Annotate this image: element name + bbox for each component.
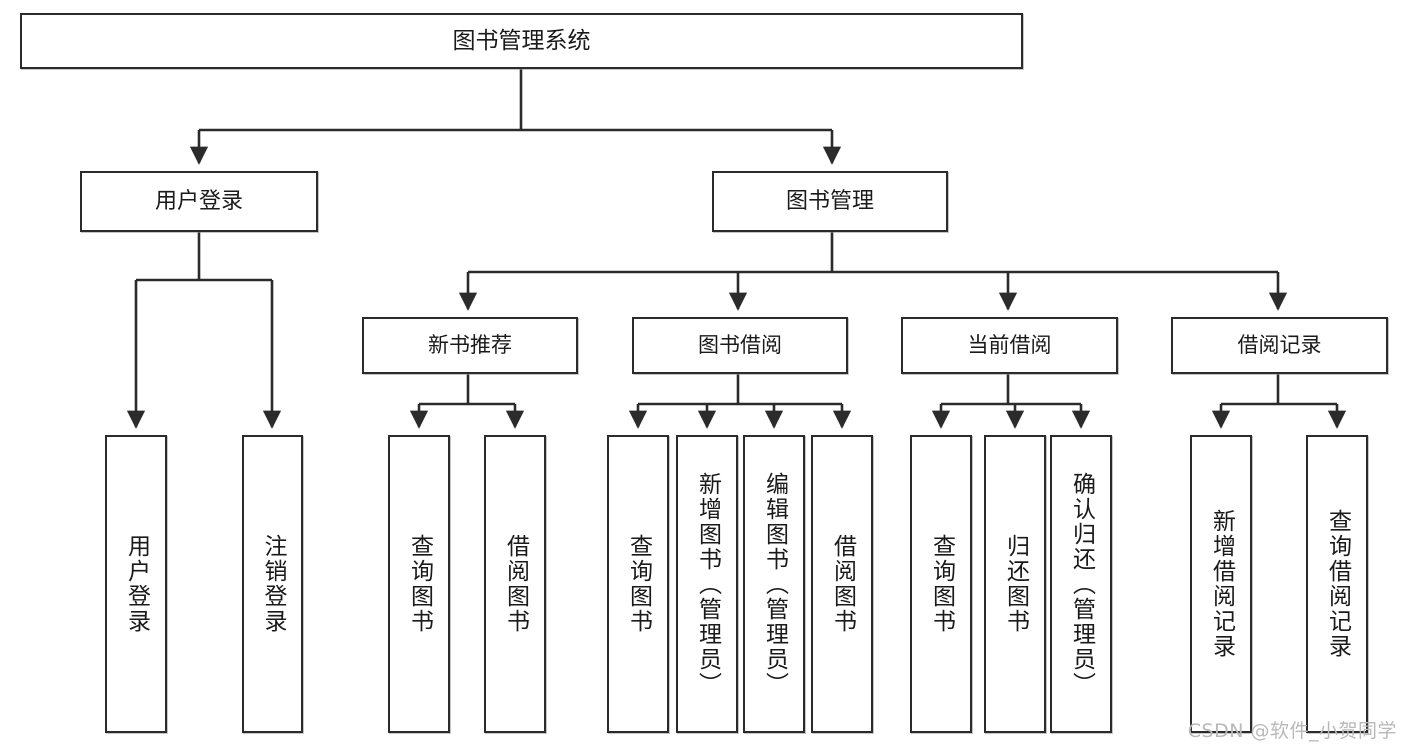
node-leaf-confirm-return[interactable]: 确认归还（管理员） <box>1050 435 1112 733</box>
node-leaf-borrow-book-label: 借阅图书 <box>829 534 856 634</box>
node-leaf-logout[interactable]: 注销登录 <box>242 435 303 733</box>
node-leaf-query-record[interactable]: 查询借阅记录 <box>1306 435 1368 733</box>
node-borrow-record[interactable]: 借阅记录 <box>1171 317 1388 374</box>
node-leaf-return-book[interactable]: 归还图书 <box>984 435 1046 733</box>
node-book-borrow-label: 图书借阅 <box>698 333 782 358</box>
node-root-label: 图书管理系统 <box>452 27 591 54</box>
node-leaf-confirm-return-label: 确认归还（管理员） <box>1068 471 1095 697</box>
node-book-manage[interactable]: 图书管理 <box>712 171 948 232</box>
node-leaf-query-book-borrow-label: 查询图书 <box>625 534 652 634</box>
node-leaf-add-record-label: 新增借阅记录 <box>1208 509 1235 659</box>
node-leaf-edit-book[interactable]: 编辑图书（管理员） <box>743 435 805 733</box>
node-root[interactable]: 图书管理系统 <box>20 13 1023 69</box>
node-book-borrow[interactable]: 图书借阅 <box>632 317 848 374</box>
node-leaf-edit-book-label: 编辑图书（管理员） <box>761 471 788 697</box>
node-leaf-query-book-cur[interactable]: 查询图书 <box>910 435 972 733</box>
node-current-borrow[interactable]: 当前借阅 <box>901 317 1118 374</box>
node-leaf-query-book-rec[interactable]: 查询图书 <box>388 435 450 733</box>
node-leaf-query-book-borrow[interactable]: 查询图书 <box>607 435 669 733</box>
node-leaf-return-book-label: 归还图书 <box>1002 534 1029 634</box>
watermark: CSDN @软件_小贺同学 <box>1187 720 1397 742</box>
node-leaf-logout-label: 注销登录 <box>260 534 286 634</box>
node-user-login[interactable]: 用户登录 <box>80 171 318 232</box>
node-current-borrow-label: 当前借阅 <box>967 333 1052 358</box>
node-leaf-query-book-rec-label: 查询图书 <box>406 534 433 634</box>
node-leaf-user-login[interactable]: 用户登录 <box>105 435 167 733</box>
node-leaf-query-record-label: 查询借阅记录 <box>1324 509 1351 659</box>
node-book-manage-label: 图书管理 <box>785 188 874 214</box>
node-leaf-add-book-label: 新增图书（管理员） <box>694 471 721 697</box>
node-leaf-add-book[interactable]: 新增图书（管理员） <box>676 435 738 733</box>
node-leaf-borrow-book[interactable]: 借阅图书 <box>811 435 873 733</box>
node-leaf-borrow-book-rec[interactable]: 借阅图书 <box>484 435 546 733</box>
node-leaf-query-book-cur-label: 查询图书 <box>928 534 955 634</box>
node-new-book-rec-label: 新书推荐 <box>428 333 512 358</box>
node-leaf-user-login-label: 用户登录 <box>123 534 150 634</box>
node-borrow-record-label: 借阅记录 <box>1237 333 1322 358</box>
node-new-book-rec[interactable]: 新书推荐 <box>362 317 578 374</box>
node-user-login-label: 用户登录 <box>154 188 243 214</box>
node-leaf-borrow-book-rec-label: 借阅图书 <box>502 534 529 634</box>
node-leaf-add-record[interactable]: 新增借阅记录 <box>1190 435 1252 733</box>
